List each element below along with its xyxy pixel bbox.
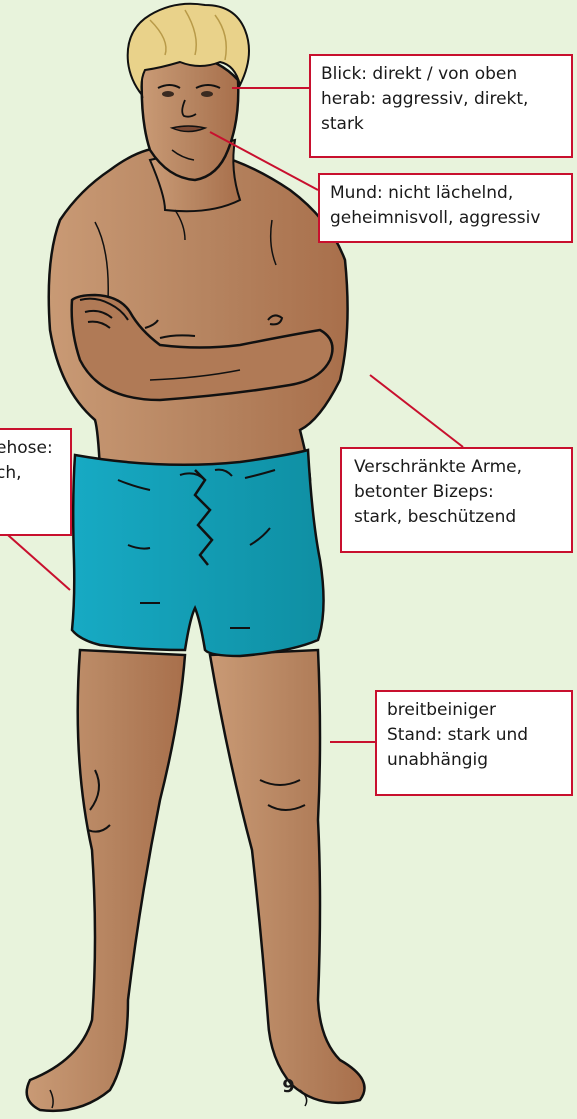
- callout-stand-line1: breitbeiniger: [387, 698, 561, 723]
- leader-hose: [0, 528, 70, 590]
- left-leg: [27, 650, 185, 1111]
- leader-arme: [370, 375, 463, 447]
- callout-mund: Mund: nicht lächelnd, geheimnisvoll, agg…: [318, 173, 573, 243]
- callout-arme: Verschränkte Arme, betonter Bizeps: star…: [340, 447, 573, 553]
- swim-shorts: [72, 450, 324, 656]
- right-leg: [210, 650, 365, 1103]
- callout-arme-line1: Verschränkte Arme,: [354, 455, 561, 480]
- callout-hose: ehose: ch,: [0, 428, 72, 536]
- callout-arme-line2: betonter Bizeps:: [354, 480, 561, 505]
- callout-hose-line1: ehose:: [0, 436, 60, 461]
- page-number: 9: [0, 1076, 577, 1097]
- callout-blick-line2: herab: aggressiv, direkt,: [321, 87, 561, 112]
- callout-blick-line3: stark: [321, 112, 561, 137]
- callout-mund-line1: Mund: nicht lächelnd,: [330, 181, 561, 206]
- callout-arme-line3: stark, beschützend: [354, 505, 561, 530]
- callout-stand-line2: Stand: stark und: [387, 723, 561, 748]
- callout-stand: breitbeiniger Stand: stark und unabhängi…: [375, 690, 573, 796]
- callout-mund-line2: geheimnisvoll, aggressiv: [330, 206, 561, 231]
- callout-hose-line2: ch,: [0, 461, 60, 486]
- callout-blick: Blick: direkt / von oben herab: aggressi…: [309, 54, 573, 158]
- callout-stand-line3: unabhängig: [387, 748, 561, 773]
- callout-blick-line1: Blick: direkt / von oben: [321, 62, 561, 87]
